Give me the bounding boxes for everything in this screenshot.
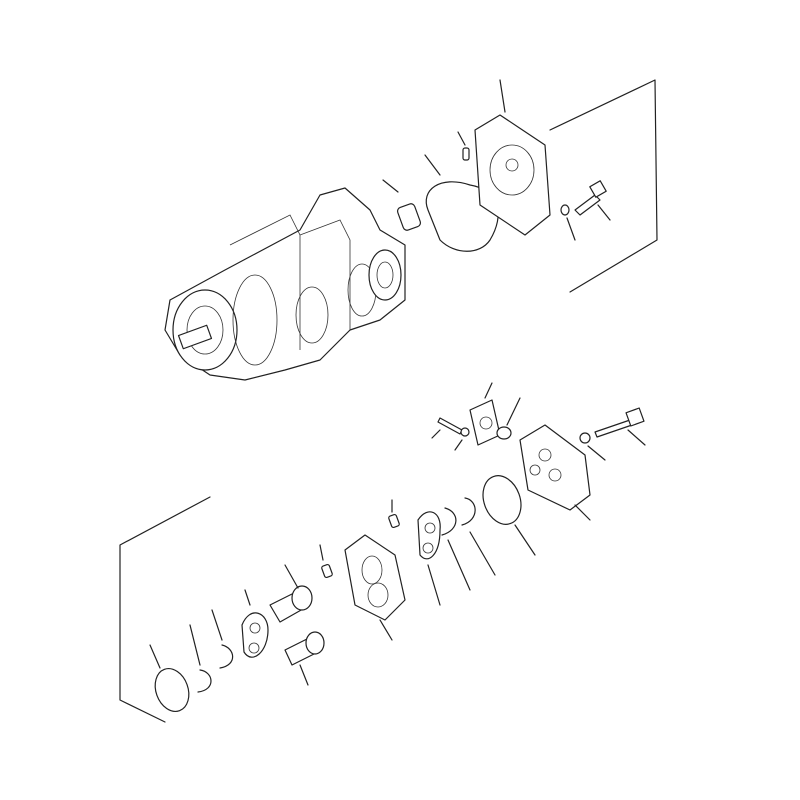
upper-frame (549, 79, 658, 293)
pin (457, 131, 470, 161)
coupling-sleeve (382, 179, 422, 231)
washer-mid (454, 427, 470, 451)
flange-plate (469, 382, 501, 446)
bolt-top (574, 180, 611, 221)
o-ring-small (496, 397, 521, 440)
bolt-long (594, 407, 646, 446)
bushing-plate-left (241, 589, 269, 658)
drive-gear (269, 564, 313, 623)
dowel-pin-left (319, 544, 333, 579)
seal-cover-disc (149, 644, 190, 712)
snap-ring-right (461, 497, 496, 576)
bushing-plate (417, 511, 441, 606)
snap-ring-left-a (211, 609, 234, 669)
lower-frame (119, 496, 211, 723)
mounting-plate (474, 79, 551, 236)
dowel-pin-right (388, 499, 400, 529)
snap-ring-left-b (189, 624, 212, 693)
washer-long-bolt (579, 432, 606, 461)
washer-top (560, 204, 576, 241)
bolt-mid-left (431, 417, 463, 439)
snap-ring-mid (441, 507, 471, 591)
driven-gear (284, 631, 325, 686)
pump-assembly (164, 187, 406, 381)
o-ring-large (482, 475, 536, 556)
rear-cover (519, 424, 591, 521)
gear-housing (344, 534, 406, 641)
